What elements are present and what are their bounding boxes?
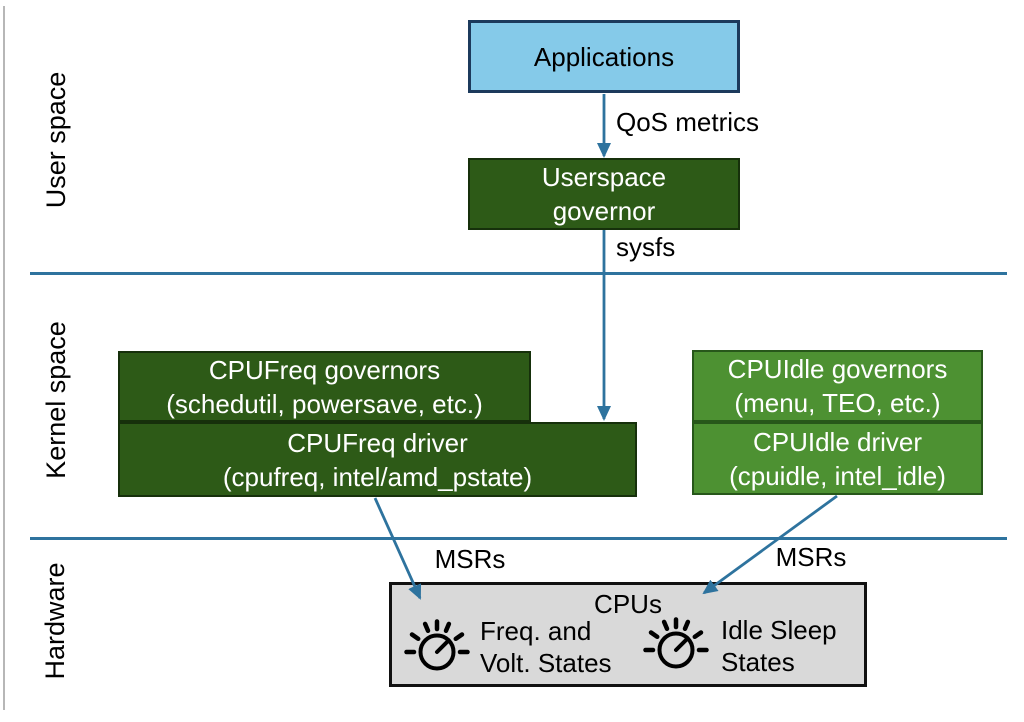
cpuidle-governors-line1: CPUIdle governors [727,354,948,384]
freq-volt-states-label: Freq. and Volt. States [480,615,612,679]
cpuidle-governors-line2: (menu, TEO, etc.) [734,388,941,418]
applications-label: Applications [533,41,675,72]
layer-label-user-space: User space [41,71,71,209]
freq-volt-line2: Volt. States [480,648,612,678]
applications-box: Applications [468,20,740,93]
cpuidle-driver-box: CPUIdle driver (cpuidle, intel_idle) [692,422,983,495]
sysfs-label: sysfs [616,232,676,262]
cpufreq-governors-line1: CPUFreq governors [208,354,441,385]
freq-volt-knob-dial-icon [404,619,470,671]
userspace-governor-line1: Userspace [541,162,667,192]
msrs-left-label: MSRs [434,544,506,574]
cpufreq-governors-line2: (schedutil, powersave, etc.) [166,388,483,419]
cpufreq-driver-box: CPUFreq driver (cpufreq, intel/amd_pstat… [118,422,637,497]
qos-metrics-label: QoS metrics [616,107,760,137]
page-left-edge-line [3,6,5,710]
userspace-governor-box: Userspace governor [468,158,740,230]
user-kernel-separator [30,272,1007,275]
cpus-label: CPUs [594,589,662,619]
idle-sleep-line1: Idle Sleep [721,615,837,645]
cpuidle-driver-line1: CPUIdle driver [752,426,923,457]
kernel-hardware-separator [30,537,1007,540]
idle-sleep-knob-dial-icon [643,617,709,669]
idle-sleep-line2: States [721,647,795,677]
cpuidle-driver-line2: (cpuidle, intel_idle) [729,460,946,491]
layer-label-hardware: Hardware [40,562,70,680]
cpufreq-governors-box: CPUFreq governors (schedutil, powersave,… [118,351,531,422]
cpuidle-governors-box: CPUIdle governors (menu, TEO, etc.) [692,350,983,422]
cpufreq-driver-line2: (cpufreq, intel/amd_pstate) [222,461,533,492]
msrs-right-label: MSRs [775,542,847,572]
cpufreq-driver-line1: CPUFreq driver [287,427,468,458]
userspace-governor-line2: governor [552,196,656,226]
cpus-box [389,582,867,687]
idle-sleep-states-label: Idle Sleep States [721,614,837,678]
freq-volt-line1: Freq. and [480,616,592,646]
